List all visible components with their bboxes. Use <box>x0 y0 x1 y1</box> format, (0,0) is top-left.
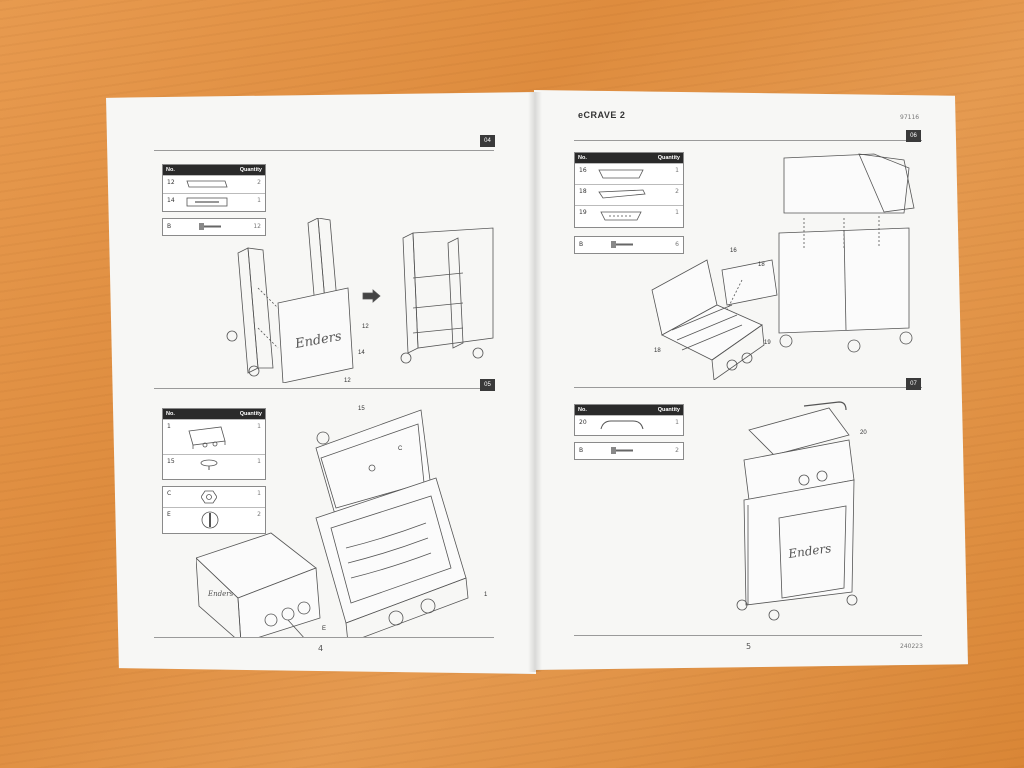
callout-19: 19 <box>764 340 771 346</box>
parts-row: 19 1 <box>575 205 683 226</box>
parts-row: 18 2 <box>575 184 683 205</box>
screw-box-step-06: B 6 <box>574 236 684 254</box>
parts-table-step-05-hardware: C 1 E 2 <box>162 486 266 534</box>
callout-1: 1 <box>484 592 488 598</box>
page-number-right: 5 <box>746 642 752 651</box>
assembled-grill-illustration: Enders <box>736 401 858 621</box>
parts-row: 14 1 <box>163 193 265 211</box>
manual-page-right: eCRAVE 2 97116 06 No.Quantity 16 1 18 2 … <box>534 90 968 670</box>
parts-row: 1 1 <box>163 419 265 454</box>
parts-table-header: No.Quantity <box>575 405 683 415</box>
footer-code: 240223 <box>900 643 923 650</box>
section-rule <box>154 388 494 389</box>
callout-18: 18 <box>758 262 765 268</box>
callout-14: 14 <box>358 350 365 356</box>
screw-icon <box>199 223 221 230</box>
drip-pan-icon <box>600 211 642 221</box>
parts-table-header: No.Quantity <box>163 165 265 175</box>
callout-16: 16 <box>730 248 737 254</box>
handle-icon <box>600 420 644 430</box>
rail-icon <box>598 189 646 199</box>
callout-20: 20 <box>860 430 867 436</box>
parts-table-header: No.Quantity <box>163 409 265 419</box>
screw-icon <box>611 447 633 454</box>
parts-table-step-05: No.Quantity 1 1 15 1 <box>162 408 266 480</box>
step-07-badge: 07 <box>906 378 921 390</box>
callout-12: 12 <box>344 378 351 384</box>
parts-table-step-04: No.Quantity 12 2 14 1 <box>162 164 266 212</box>
hex-nut-icon <box>201 490 217 504</box>
grill-on-cart-illustration <box>778 153 915 353</box>
callout-18: 18 <box>654 348 661 354</box>
footer-rule <box>574 635 922 636</box>
callout-12: 12 <box>362 324 369 330</box>
footer-rule <box>154 637 494 638</box>
grill-rails-exploded-illustration <box>651 259 778 380</box>
callout-c: C <box>398 446 403 452</box>
screw-icon <box>611 241 633 248</box>
screw-box-step-07: B 2 <box>574 442 684 460</box>
parts-row: E 2 <box>163 507 265 532</box>
parts-row: 16 1 <box>575 163 683 184</box>
grill-head-assembly-illustration: Enders <box>196 409 469 638</box>
step-06-badge: 06 <box>906 130 921 142</box>
parts-row: 15 1 <box>163 454 265 473</box>
parts-row: 20 1 <box>575 415 683 434</box>
book-spine-shadow <box>528 92 542 672</box>
nut-washer-icon <box>200 459 218 470</box>
step-05-badge: 05 <box>480 379 495 391</box>
grill-logo-text: Enders <box>207 590 234 598</box>
parts-table-header: No.Quantity <box>575 153 683 163</box>
screw-box-step-04: B 12 <box>162 218 266 236</box>
section-rule <box>574 387 922 388</box>
parts-table-step-06: No.Quantity 16 1 18 2 19 1 <box>574 152 684 228</box>
cart-logo-text: Enders <box>786 541 832 561</box>
product-title: eCRAVE 2 <box>578 110 626 120</box>
callout-15: 15 <box>358 406 365 412</box>
front-panel-logo-icon <box>186 197 228 207</box>
parts-row: C 1 <box>163 487 265 507</box>
control-knob-icon <box>201 511 219 529</box>
page-number-left: 4 <box>318 644 324 653</box>
parts-row: 12 2 <box>163 175 265 193</box>
callout-e: E <box>322 626 327 632</box>
parts-table-step-07: No.Quantity 20 1 <box>574 404 684 436</box>
step-04-badge: 04 <box>480 135 495 147</box>
header-rule <box>154 150 494 151</box>
manual-page-left: 04 No.Quantity 12 2 14 1 B 12 <box>106 92 536 674</box>
side-panel-icon <box>186 180 228 188</box>
header-rule <box>574 140 922 141</box>
tray-icon <box>598 169 644 179</box>
doc-code: 97116 <box>900 114 920 121</box>
cart-frame-exploded-illustration: Enders <box>226 218 494 383</box>
grill-head-icon <box>188 426 226 449</box>
